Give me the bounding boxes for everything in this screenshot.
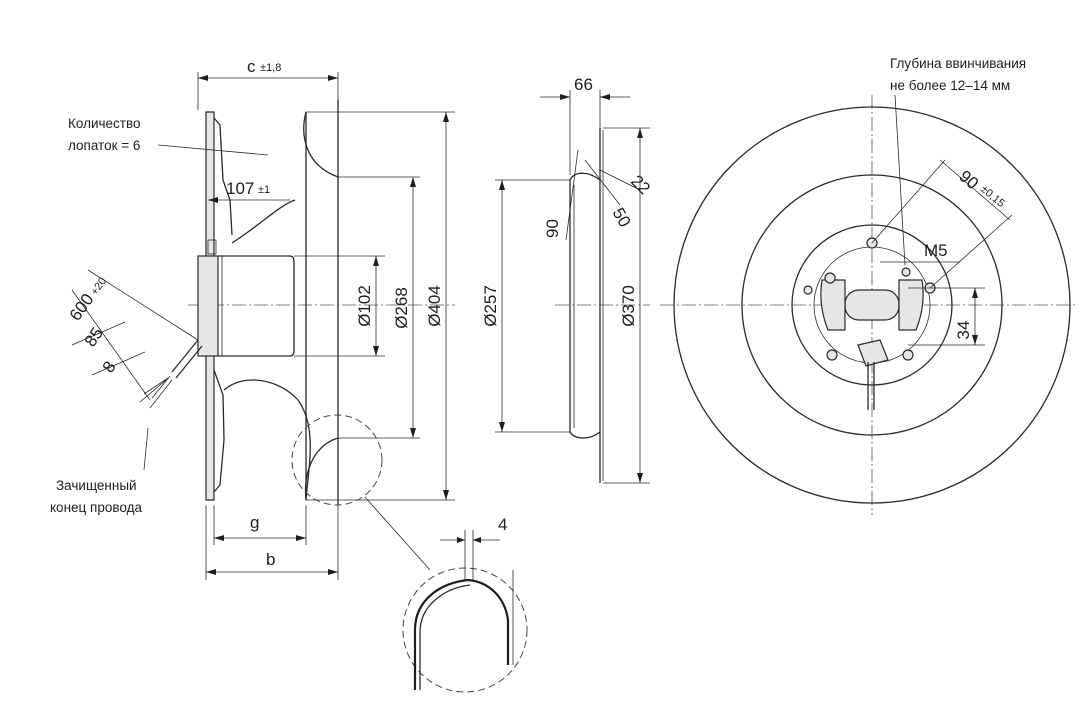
detail-shroud xyxy=(467,578,510,665)
motor-body xyxy=(218,255,295,357)
blade-curve-bottom xyxy=(223,379,311,501)
center-slot xyxy=(844,289,900,321)
dim-50-label: 50 xyxy=(609,205,635,231)
dia-268-label: Ø268 xyxy=(392,287,411,329)
depth-note-leader xyxy=(894,94,906,266)
dia-370-label: Ø370 xyxy=(619,285,638,327)
blade-profile-top xyxy=(213,117,233,236)
angle-90-line xyxy=(565,149,579,241)
dim-m5-label: M5 xyxy=(924,241,948,260)
wire-note-leader xyxy=(143,427,149,471)
dia-102-label: Ø102 xyxy=(355,285,374,327)
screw-icon xyxy=(803,285,813,295)
blades-note-leader xyxy=(157,144,269,156)
front-view: Глубина ввинчивания не более 12–14 мм M5… xyxy=(660,56,1078,515)
dim-g-label: g xyxy=(250,513,259,532)
dim-22-line xyxy=(599,169,641,191)
motor-flange xyxy=(197,255,219,357)
angle-50-line xyxy=(584,159,621,206)
detail-blade-inner xyxy=(419,584,471,690)
hub-ring xyxy=(791,224,953,386)
dim-90-line xyxy=(939,159,1011,221)
dim-90-ext-2 xyxy=(929,214,1013,289)
dim-85-line xyxy=(71,321,126,346)
dim-b-label: b xyxy=(266,550,275,569)
dim-85-label: 85 xyxy=(81,324,107,350)
dim-600-tolerance: +20 xyxy=(89,276,110,298)
wire-note-line-2: конец провода xyxy=(50,500,142,515)
screw-icon xyxy=(826,349,838,361)
depth-note-line-1: Глубина ввинчивания xyxy=(890,56,1026,71)
dim-90-ring-label: 90 xyxy=(543,219,562,238)
dim-c-tolerance: ±1,8 xyxy=(260,62,281,74)
dia-257-label: Ø257 xyxy=(481,285,500,327)
ring-nozzle xyxy=(569,172,601,439)
dim-600-line xyxy=(71,289,151,401)
electronics-right xyxy=(898,279,924,331)
detail-leader xyxy=(364,496,431,571)
dim-22-label: 22 xyxy=(627,171,654,198)
dim-8-label: 8 xyxy=(99,358,120,377)
blade-curve-mid xyxy=(231,199,296,244)
cable-connector xyxy=(857,339,889,367)
electronics-left xyxy=(820,279,846,331)
detail-blade-outer xyxy=(413,578,469,690)
dim-c-label: c xyxy=(247,57,256,76)
dim-66-label: 66 xyxy=(574,75,593,94)
mid-ring xyxy=(741,174,1003,436)
side-view: c ±1,8 Количество лопаток = 6 107 ±1 Ø10… xyxy=(50,57,455,580)
inlet-ring-view: 66 90 50 22 Ø257 Ø370 xyxy=(481,75,654,484)
detail-marker-circle xyxy=(291,414,383,506)
dim-107-label: 107 xyxy=(226,179,254,198)
detail-view: 4 xyxy=(402,515,528,693)
dim-34-label: 34 xyxy=(954,321,973,340)
blade-profile-bottom xyxy=(213,369,225,493)
dim-90-ext-1 xyxy=(871,159,946,244)
screw-icon xyxy=(901,267,911,277)
cable xyxy=(171,339,203,379)
cable-wires xyxy=(139,375,173,409)
dia-404-label: Ø404 xyxy=(425,285,444,327)
outer-ring xyxy=(673,106,1071,504)
blades-note-line-2: лопаток = 6 xyxy=(68,138,140,153)
screw-icon xyxy=(824,272,836,284)
screw-icon xyxy=(902,349,914,361)
dim-107-tolerance: ±1 xyxy=(258,184,270,196)
terminal xyxy=(207,239,217,255)
dim-8-line xyxy=(91,351,146,376)
dim-90-front-label: 90 xyxy=(955,167,982,194)
blade-curve-top xyxy=(303,111,339,178)
depth-note-line-2: не более 12–14 мм xyxy=(890,78,1010,93)
dim-600-ext xyxy=(87,269,199,341)
wire-note-line-1: Зачищенный xyxy=(56,478,137,493)
dim-4-label: 4 xyxy=(498,515,507,534)
blades-note-line-1: Количество xyxy=(68,116,141,131)
